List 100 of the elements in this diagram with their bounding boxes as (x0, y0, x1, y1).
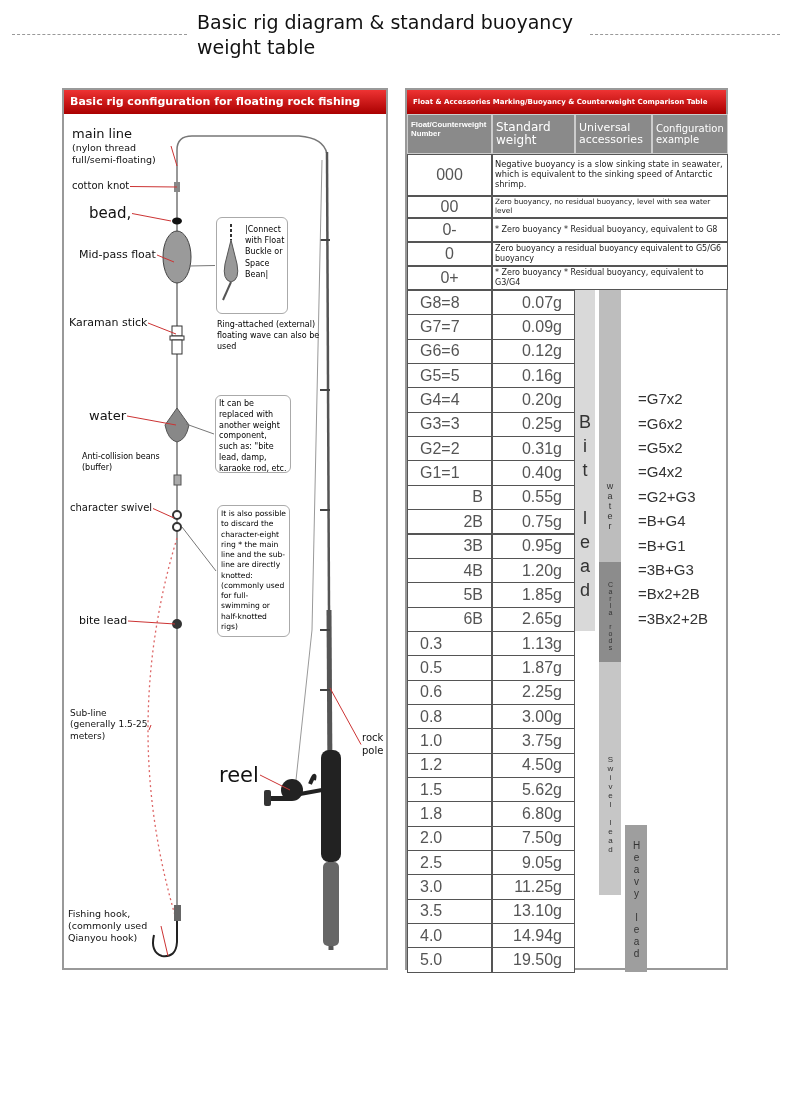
callout-label: character swivel (70, 502, 153, 515)
buoyancy-description: Negative buoyancy is a slow sinking state in seawater, which is equivalent to the sinking speed of Antarctic shrimp. (492, 154, 728, 196)
leader-line (259, 774, 291, 791)
float-number: 2.0 (407, 825, 492, 852)
float-number: 1.2 (407, 752, 492, 778)
weight-value: 0.75g (492, 509, 575, 535)
float-number: 000 (407, 154, 492, 196)
float-number: G6=6 (407, 338, 492, 365)
callout-label: Fishing hook, (commonly used Qianyou hook) (68, 908, 160, 944)
float-number: G5=5 (407, 363, 492, 389)
leader-line (170, 145, 178, 167)
leader-line (129, 186, 178, 188)
weight-value: 7.50g (492, 825, 575, 852)
float-number: 1.0 (407, 728, 492, 754)
leader-line (148, 724, 152, 731)
float-number: 0.5 (407, 655, 492, 681)
float-number: 4.0 (407, 923, 492, 949)
float-number: 00 (407, 196, 492, 218)
weight-value: 0.55g (492, 484, 575, 511)
leader-line (156, 254, 175, 263)
float-number: 1.5 (407, 777, 492, 803)
weight-value: 0.25g (492, 411, 575, 438)
note-text: It can be replaced with another weight component, such as: "bite lead, damp, karaoke rod, etc. (219, 399, 287, 475)
page-title: Basic rig diagram & standard buoyancy weight table (197, 10, 575, 60)
weight-value: 5.62g (492, 777, 575, 803)
float-number: G4=4 (407, 387, 492, 413)
float-number: 3B (407, 533, 492, 559)
weight-value: 9.05g (492, 850, 575, 876)
callout-label: Sub-line (generally 1.5-25 meters) (70, 708, 150, 742)
weight-value: 3.00g (492, 703, 575, 730)
weight-value: 0.40g (492, 460, 575, 486)
float-number: 0- (407, 218, 492, 242)
callout-label: bite lead (79, 614, 128, 628)
part-label: Anti-collision beans (buffer) (82, 452, 161, 474)
leader-line (329, 687, 362, 745)
configuration-formula: =B+G4 (638, 511, 686, 532)
leader-line (160, 925, 169, 957)
float-number: 0.8 (407, 703, 492, 730)
float-number: 0 (407, 242, 492, 266)
configuration-formula: =G2+G3 (638, 486, 696, 507)
callout-label: water (89, 408, 127, 425)
float-number: B (407, 484, 492, 511)
weight-value: 0.07g (492, 290, 575, 316)
leader-line (126, 415, 177, 426)
rig-panel (62, 88, 388, 970)
weight-value: 0.20g (492, 387, 575, 413)
float-number: 2B (407, 509, 492, 535)
weight-value: 0.09g (492, 314, 575, 340)
leader-line (181, 526, 217, 572)
float-number: G3=3 (407, 411, 492, 438)
callout-label: cotton knot (72, 180, 130, 193)
callout-label: Mid-pass float (79, 248, 156, 262)
weight-value: 13.10g (492, 898, 575, 925)
float-number: 0.3 (407, 630, 492, 657)
configuration-formula: =G6x2 (638, 413, 683, 434)
weight-value: 19.50g (492, 947, 575, 973)
weight-value: 14.94g (492, 923, 575, 949)
float-number: G8=8 (407, 290, 492, 316)
note-text: |Connect with Float Buckle or Space Bean| (245, 224, 286, 280)
leader-line (152, 508, 175, 519)
callout-label: main line (72, 126, 134, 143)
float-number: 1.8 (407, 801, 492, 827)
weight-band: Swivel lead (599, 662, 621, 895)
configuration-formula: =B+G1 (638, 535, 686, 556)
float-number: 6B (407, 606, 492, 632)
float-number: 4B (407, 557, 492, 584)
float-number: 5.0 (407, 947, 492, 973)
weight-value: 3.75g (492, 728, 575, 754)
weight-value: 1.13g (492, 630, 575, 657)
float-number: G7=7 (407, 314, 492, 340)
callout-label: rock pole (362, 732, 389, 757)
callout-label: bead, (89, 204, 132, 223)
column-header: Universal accessories (575, 114, 652, 154)
configuration-formula: =3Bx2+2B (638, 608, 709, 629)
float-number: 2.5 (407, 850, 492, 876)
comparison-table-panel (405, 88, 728, 970)
weight-band: water (599, 290, 621, 562)
weight-band: Heavy lead (625, 825, 647, 972)
float-number: G2=2 (407, 436, 492, 462)
configuration-formula: =G4x2 (638, 462, 683, 483)
column-header: Configuration example (652, 114, 728, 154)
callout-note: (nylon thread full/semi-floating) (72, 142, 157, 166)
leader-line (147, 322, 177, 335)
configuration-formula: =3B+G3 (638, 559, 694, 580)
weight-value: 4.50g (492, 752, 575, 778)
weight-value: 2.25g (492, 679, 575, 705)
buoyancy-description: * Zero buoyancy * Residual buoyancy, equivalent to G8 (492, 218, 728, 242)
float-number: 5B (407, 582, 492, 608)
weight-value: 0.95g (492, 533, 575, 559)
weight-value: 1.87g (492, 655, 575, 681)
float-number: 0+ (407, 266, 492, 290)
callout-label: reel (219, 762, 259, 789)
configuration-formula: =G5x2 (638, 438, 683, 459)
configuration-formula: =Bx2+2B (638, 584, 700, 605)
float-number: 3.5 (407, 898, 492, 925)
buoyancy-description: * Zero buoyancy * Residual buoyancy, equivalent to G3/G4 (492, 266, 728, 290)
weight-value: 0.16g (492, 363, 575, 389)
weight-value: 0.12g (492, 338, 575, 365)
leader-line (127, 620, 176, 625)
weight-value: 0.31g (492, 436, 575, 462)
